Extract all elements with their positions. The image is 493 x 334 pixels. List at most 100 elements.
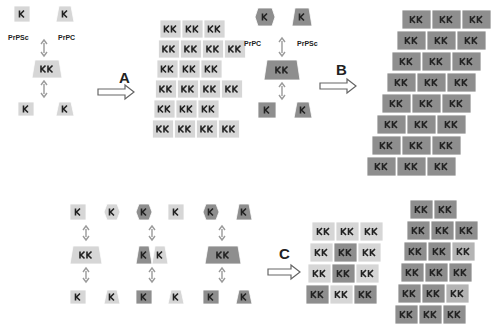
k-mark — [438, 58, 443, 65]
protein-block — [428, 242, 451, 261]
k-mark — [414, 269, 419, 276]
k-mark — [465, 248, 470, 255]
aggregation-arrow — [268, 265, 300, 279]
protein-block — [236, 204, 252, 220]
k-mark — [342, 228, 347, 235]
protein-block — [398, 284, 421, 303]
protein-block — [377, 115, 406, 134]
k-mark — [455, 269, 460, 276]
k-mark — [20, 11, 25, 18]
k-mark — [428, 290, 433, 297]
k-mark — [440, 206, 445, 213]
k-mark — [441, 16, 446, 23]
k-mark — [63, 11, 68, 18]
k-mark — [325, 228, 330, 235]
protein-block — [443, 305, 466, 324]
k-mark — [210, 106, 215, 113]
k-mark — [360, 291, 365, 298]
protein-block — [392, 52, 421, 71]
protein-block — [160, 20, 181, 38]
protein-block — [434, 200, 457, 219]
protein-block — [360, 222, 383, 241]
protein-block — [70, 290, 86, 304]
k-mark — [48, 66, 53, 73]
protein-block — [330, 285, 353, 304]
protein-block — [219, 120, 240, 138]
protein-block — [56, 102, 74, 116]
protein-block — [382, 94, 411, 113]
protein-block — [178, 80, 199, 98]
k-mark — [396, 79, 401, 86]
k-mark — [456, 79, 461, 86]
k-mark — [431, 58, 436, 65]
equilibrium-arrow — [279, 38, 285, 56]
k-mark — [404, 290, 409, 297]
protein-block — [452, 242, 475, 261]
k-mark — [369, 270, 374, 277]
k-mark — [393, 121, 398, 128]
k-mark — [436, 37, 441, 44]
equilibrium-arrow — [149, 226, 155, 240]
k-mark — [312, 291, 317, 298]
k-mark — [24, 106, 29, 113]
protein-block — [312, 222, 335, 241]
k-mark — [226, 86, 231, 93]
k-mark — [478, 16, 483, 23]
k-mark — [209, 294, 214, 301]
protein-label: PrPC — [58, 34, 75, 41]
k-mark — [434, 248, 439, 255]
k-mark — [411, 16, 416, 23]
k-mark — [362, 270, 367, 277]
protein-block — [176, 100, 197, 118]
k-mark — [345, 270, 350, 277]
k-mark — [323, 249, 328, 256]
k-mark — [413, 163, 418, 170]
k-mark — [340, 249, 345, 256]
equilibrium-arrow — [149, 268, 155, 282]
protein-block — [175, 120, 196, 138]
k-mark — [468, 58, 473, 65]
k-mark — [449, 311, 454, 318]
k-mark — [451, 100, 456, 107]
protein-block — [294, 102, 312, 118]
k-mark — [209, 209, 214, 216]
k-mark — [418, 16, 423, 23]
aggregation-arrow — [98, 85, 134, 99]
protein-block — [104, 290, 120, 304]
k-mark — [276, 67, 281, 74]
k-mark — [403, 79, 408, 86]
protein-block — [203, 40, 224, 58]
k-mark — [410, 248, 415, 255]
k-mark — [265, 107, 270, 114]
k-mark — [242, 294, 247, 301]
protein-block — [412, 94, 441, 113]
k-mark — [87, 252, 92, 259]
k-mark — [204, 86, 209, 93]
k-mark — [182, 86, 187, 93]
k-mark — [398, 100, 403, 107]
k-mark — [166, 106, 171, 113]
k-mark — [459, 290, 464, 297]
k-mark — [448, 16, 453, 23]
k-mark — [208, 126, 213, 133]
k-mark — [413, 227, 418, 234]
k-mark — [471, 16, 476, 23]
k-mark — [211, 86, 216, 93]
protein-block — [198, 100, 219, 118]
k-mark — [416, 206, 421, 213]
k-mark — [163, 46, 168, 53]
protein-block — [197, 120, 218, 138]
k-mark — [203, 106, 208, 113]
protein-label: PrPSc — [297, 40, 318, 47]
protein-block — [402, 10, 431, 29]
k-mark — [381, 142, 386, 149]
k-mark — [349, 228, 354, 235]
protein-block — [425, 263, 448, 282]
k-mark — [431, 269, 436, 276]
k-mark — [216, 26, 221, 33]
protein-block — [431, 221, 454, 240]
protein-block — [442, 94, 471, 113]
k-mark — [347, 249, 352, 256]
protein-block — [358, 243, 381, 262]
k-mark — [242, 209, 247, 216]
